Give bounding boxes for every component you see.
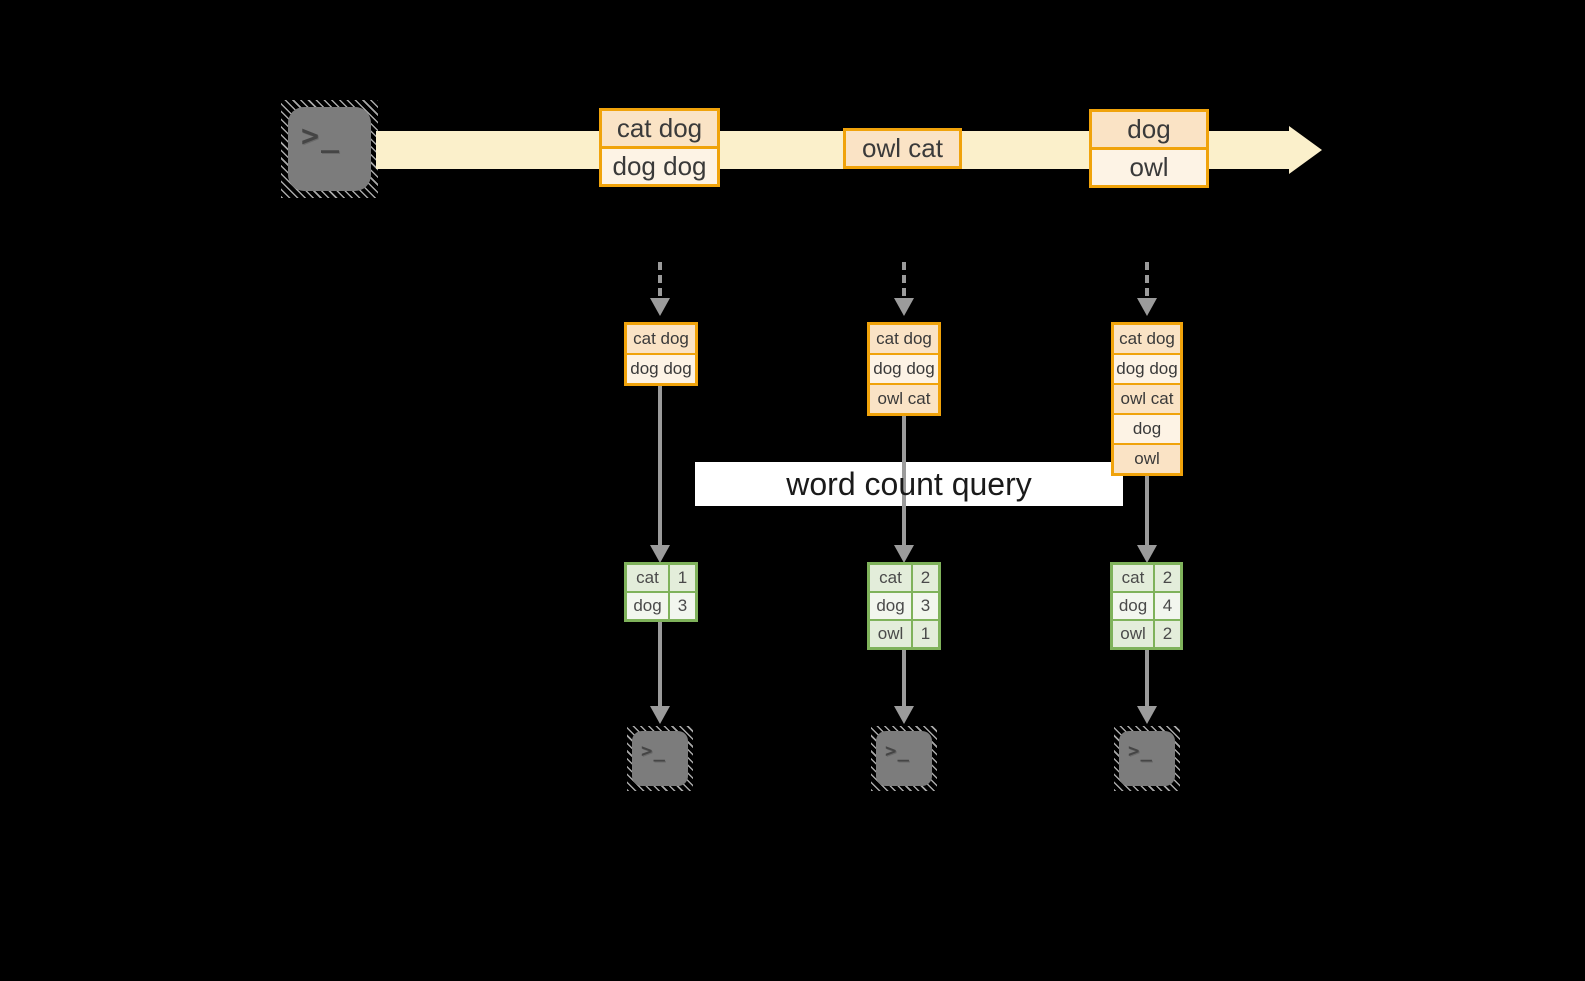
count-value-cell: 4 (1155, 593, 1180, 619)
buffer-cell: dog dog (1114, 355, 1180, 383)
count-word-cell: dog (1113, 593, 1153, 619)
dashed-arrow-line (902, 262, 906, 296)
buffer-cell: dog (1114, 415, 1180, 443)
buffer-cell: owl cat (1114, 385, 1180, 413)
count-word-cell: dog (870, 593, 911, 619)
terminal-prompt-glyph: >_ (1128, 740, 1153, 762)
flow-arrow-line (1145, 476, 1149, 545)
count-word-cell: cat (627, 565, 668, 591)
count-word-cell: owl (870, 621, 911, 647)
word-count-table-1: cat 1 dog 3 (624, 562, 698, 622)
buffer-cell: dog dog (627, 355, 695, 383)
stream-arrow-head (1289, 126, 1322, 174)
count-value-cell: 1 (670, 565, 695, 591)
terminal-prompt-glyph: >_ (301, 119, 342, 154)
terminal-screen: >_ (632, 731, 688, 786)
dashed-arrow-head (1137, 298, 1157, 316)
dashed-arrow-line (1145, 262, 1149, 296)
buffer-cell: owl (1114, 445, 1180, 473)
flow-arrow-line (1145, 650, 1149, 706)
buffer-cell: cat dog (627, 325, 695, 353)
count-word-cell: cat (870, 565, 911, 591)
stream-message-cell: dog dog (602, 149, 717, 184)
word-count-table-3: cat 2 dog 4 owl 2 (1110, 562, 1183, 650)
message-buffer-3: cat dog dog dog owl cat dog owl (1111, 322, 1183, 476)
stream-message-cell: dog (1092, 112, 1206, 147)
output-terminal-icon-2: >_ (871, 726, 937, 791)
output-terminal-icon-3: >_ (1114, 726, 1180, 791)
source-terminal-icon: >_ (281, 100, 378, 198)
buffer-cell: owl cat (870, 385, 938, 413)
terminal-screen: >_ (876, 731, 932, 786)
flow-arrow-head (650, 706, 670, 724)
stream-message-cell: owl (1092, 150, 1206, 185)
query-label: word count query (786, 465, 1032, 502)
word-count-table-2: cat 2 dog 3 owl 1 (867, 562, 941, 650)
stream-message-box-3: dog owl (1089, 109, 1209, 188)
message-buffer-2: cat dog dog dog owl cat (867, 322, 941, 416)
flow-arrow-line (902, 650, 906, 706)
terminal-screen: >_ (288, 107, 371, 191)
output-terminal-icon-1: >_ (627, 726, 693, 791)
flow-arrow-head (1137, 706, 1157, 724)
flow-arrow-head (894, 545, 914, 563)
terminal-prompt-glyph: >_ (641, 740, 666, 762)
terminal-prompt-glyph: >_ (885, 740, 910, 762)
stream-message-cell: cat dog (602, 111, 717, 146)
flow-arrow-head (650, 545, 670, 563)
count-value-cell: 3 (670, 593, 695, 619)
count-value-cell: 1 (913, 621, 938, 647)
flow-arrow-line (658, 386, 662, 545)
dashed-arrow-line (658, 262, 662, 296)
flow-arrow-line (902, 416, 906, 545)
stream-message-box-1: cat dog dog dog (599, 108, 720, 187)
message-buffer-1: cat dog dog dog (624, 322, 698, 386)
stream-message-box-2: owl cat (843, 128, 962, 169)
buffer-cell: cat dog (1114, 325, 1180, 353)
count-word-cell: cat (1113, 565, 1153, 591)
count-value-cell: 2 (1155, 621, 1180, 647)
query-label-background (695, 462, 1123, 506)
dashed-arrow-head (650, 298, 670, 316)
flow-arrow-head (1137, 545, 1157, 563)
count-value-cell: 2 (913, 565, 938, 591)
stream-message-cell: owl cat (846, 131, 959, 166)
flow-arrow-head (894, 706, 914, 724)
count-word-cell: owl (1113, 621, 1153, 647)
count-value-cell: 2 (1155, 565, 1180, 591)
buffer-cell: dog dog (870, 355, 938, 383)
count-value-cell: 3 (913, 593, 938, 619)
flow-arrow-line (658, 622, 662, 706)
buffer-cell: cat dog (870, 325, 938, 353)
dashed-arrow-head (894, 298, 914, 316)
terminal-screen: >_ (1119, 731, 1175, 786)
count-word-cell: dog (627, 593, 668, 619)
